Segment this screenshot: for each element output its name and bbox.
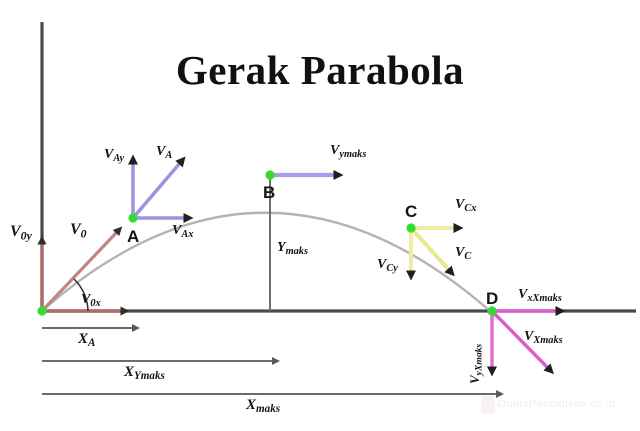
point-markers bbox=[37, 170, 497, 316]
label-va: VA bbox=[156, 144, 173, 161]
label-vxmaks: VXmaks bbox=[524, 329, 563, 346]
label-xymaks: XYmaks bbox=[124, 364, 165, 383]
label-vyxmaks: VyXmaks bbox=[467, 343, 485, 384]
label-vax: VAx bbox=[172, 223, 194, 240]
point-label-a: A bbox=[127, 227, 140, 246]
point-a-vectors bbox=[128, 154, 194, 223]
point-label-b: B bbox=[263, 183, 276, 202]
point-d-vectors bbox=[487, 306, 566, 377]
label-v0x: V0x bbox=[81, 292, 101, 309]
origin-vectors bbox=[37, 226, 130, 316]
watermark-text: DuniaPendidikan.co.id bbox=[498, 398, 616, 410]
page-title: Gerak Parabola bbox=[175, 47, 465, 93]
point-label-d: D bbox=[486, 289, 499, 308]
label-vymaks: Vymaks bbox=[330, 143, 367, 160]
label-vcx: VCx bbox=[455, 197, 477, 214]
point-label-c: C bbox=[405, 202, 418, 221]
label-xa: XA bbox=[78, 331, 96, 350]
label-vay: VAy bbox=[104, 147, 125, 164]
label-vc: VC bbox=[455, 245, 472, 262]
label-v0y: V0y bbox=[10, 223, 32, 243]
label-vxxmaks: VxXmaks bbox=[518, 287, 562, 304]
point-c-vectors bbox=[406, 223, 464, 281]
label-ymaks: Ymaks bbox=[277, 240, 309, 257]
label-v0: V0 bbox=[70, 221, 87, 241]
label-xmaks: Xmaks bbox=[246, 397, 281, 416]
watermark-icon bbox=[481, 396, 495, 413]
label-vcy: VCy bbox=[377, 257, 398, 274]
